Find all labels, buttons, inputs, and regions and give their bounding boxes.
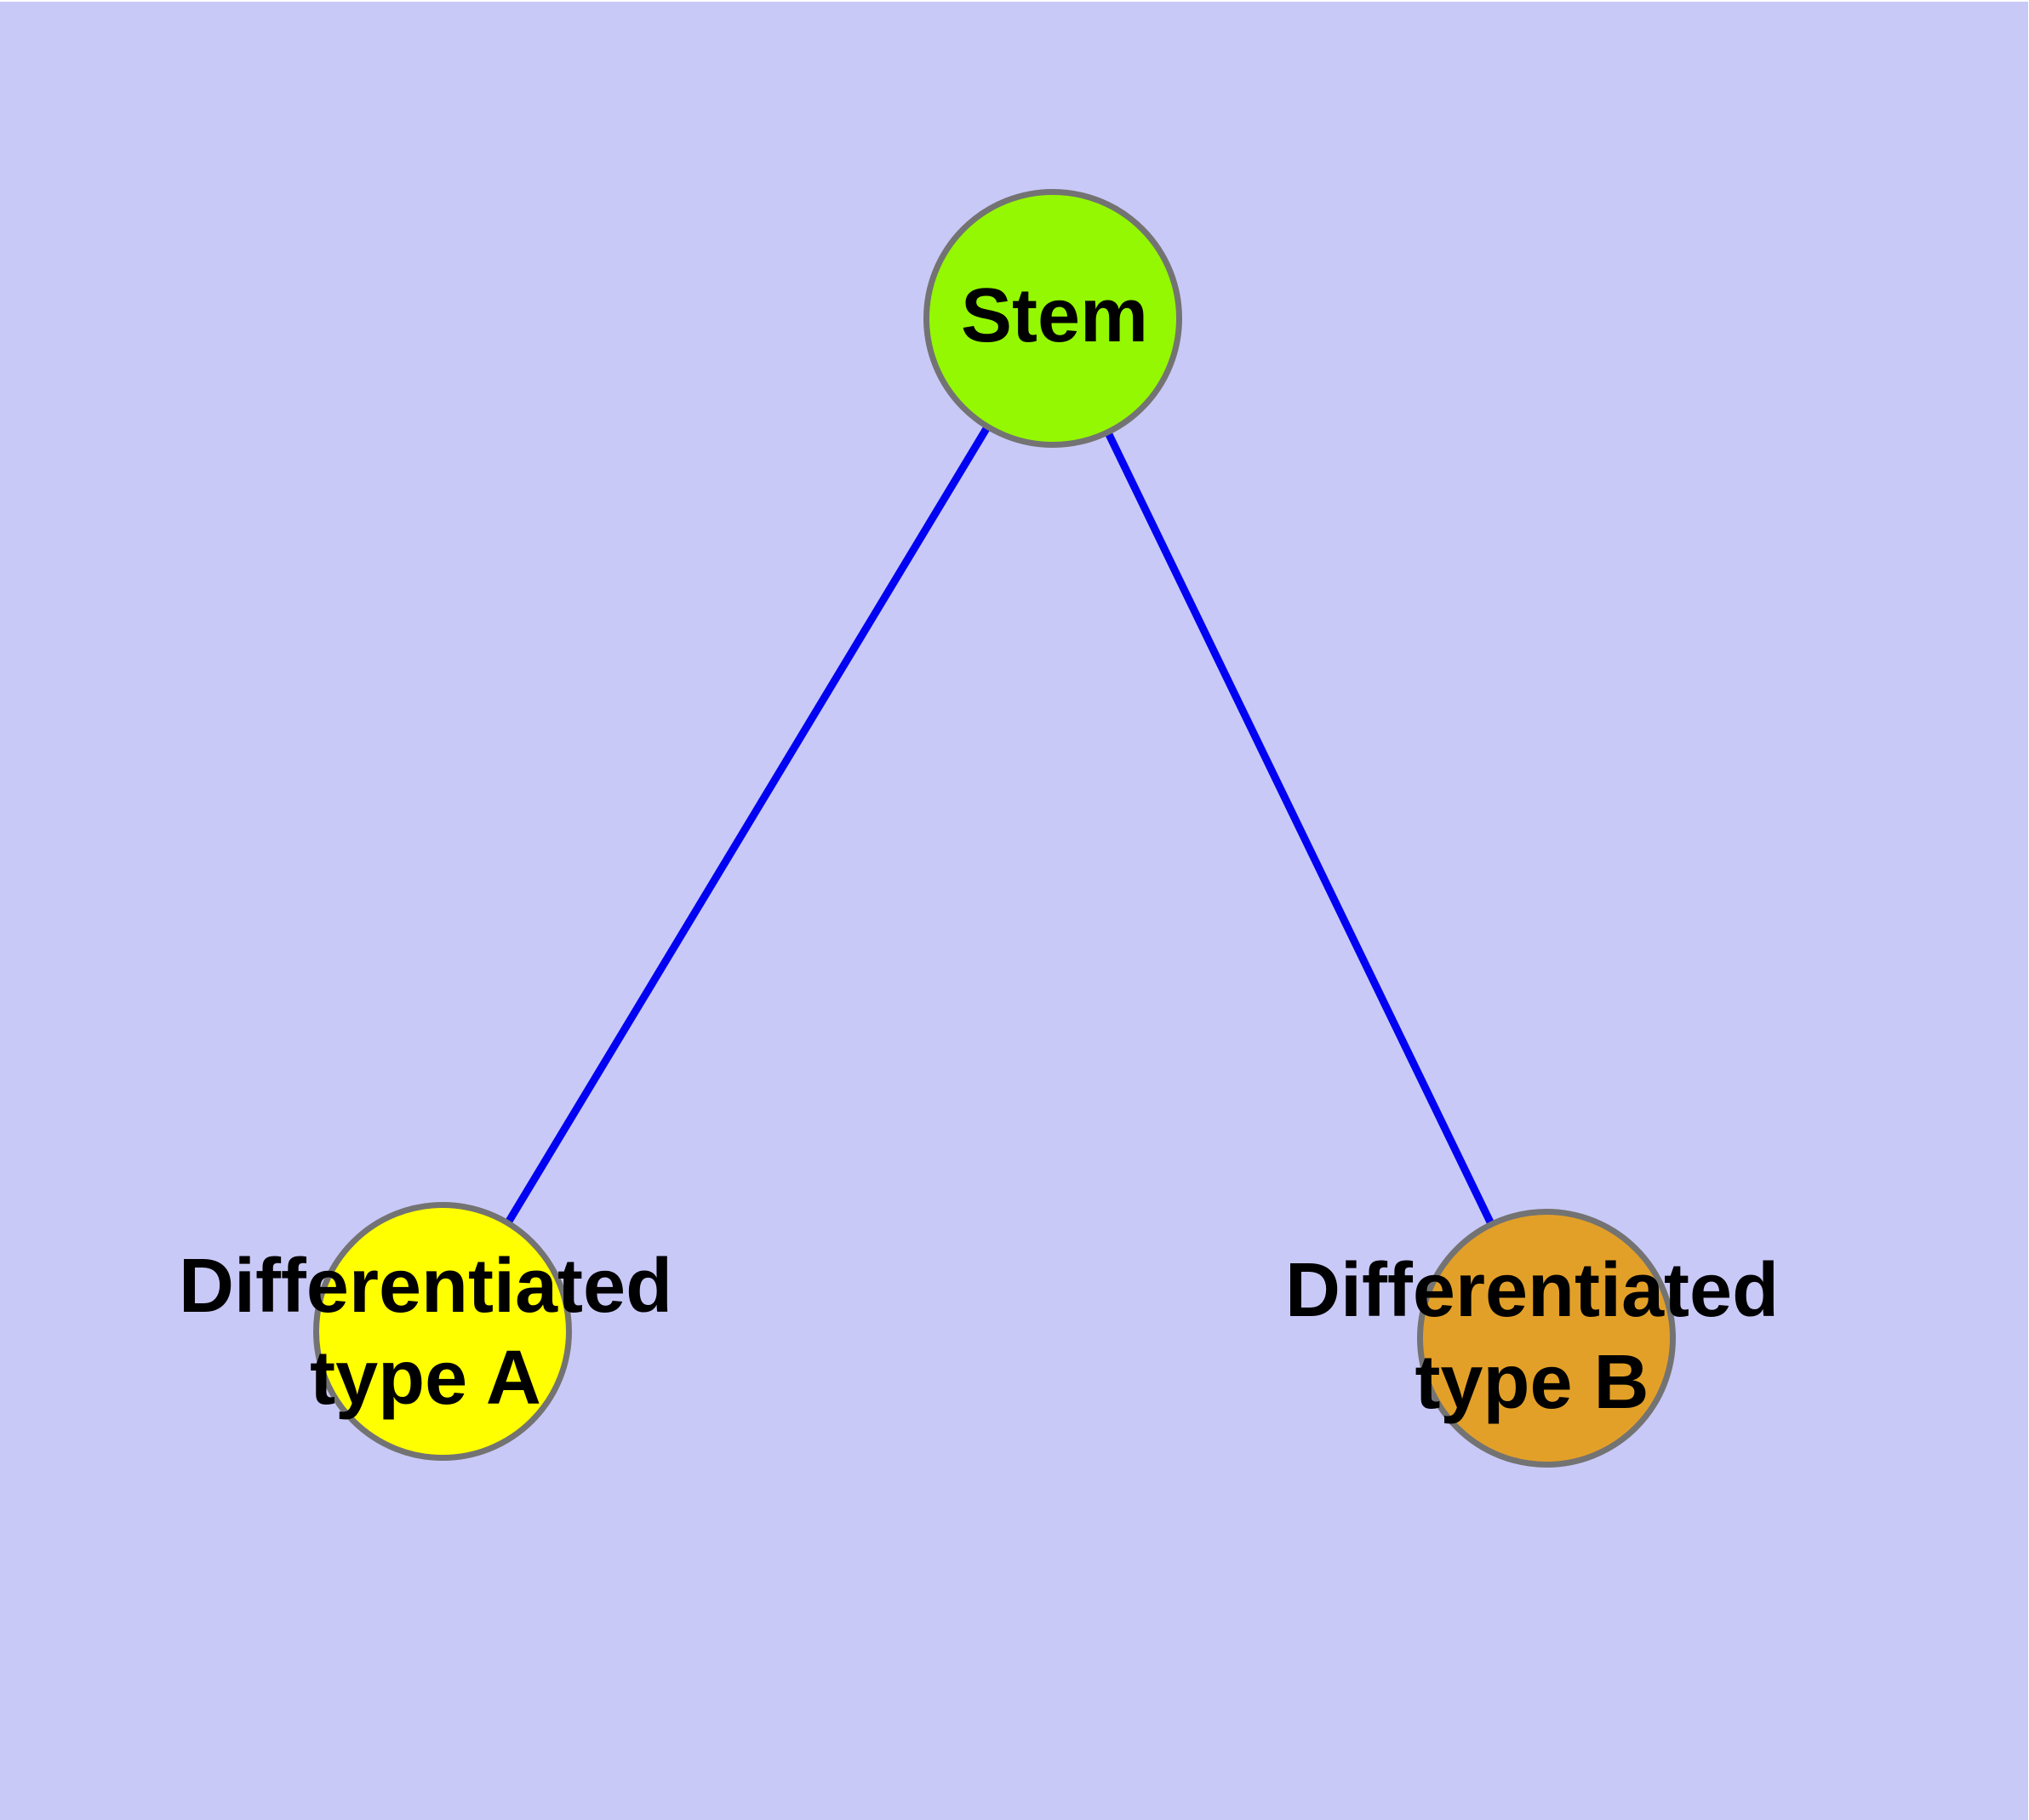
node-differentiated-type-b — [1417, 1209, 1676, 1468]
label-line: type A — [310, 1336, 541, 1421]
label-line: Differentiated — [1284, 1248, 1780, 1333]
top-margin-strip — [0, 0, 2029, 2]
edge-stem-to-type-a — [439, 316, 1056, 1334]
node-label-differentiated-type-a: Differentiated type A — [179, 1240, 672, 1424]
label-line: Differentiated — [178, 1244, 673, 1329]
node-stem — [923, 189, 1182, 448]
edge-stem-to-type-b — [1049, 317, 1551, 1340]
label-line: Stem — [960, 273, 1149, 358]
node-label-differentiated-type-b: Differentiated type B — [1285, 1245, 1779, 1428]
label-line: type B — [1415, 1340, 1649, 1425]
node-differentiated-type-a — [313, 1202, 572, 1461]
node-label-stem: Stem — [961, 270, 1148, 362]
